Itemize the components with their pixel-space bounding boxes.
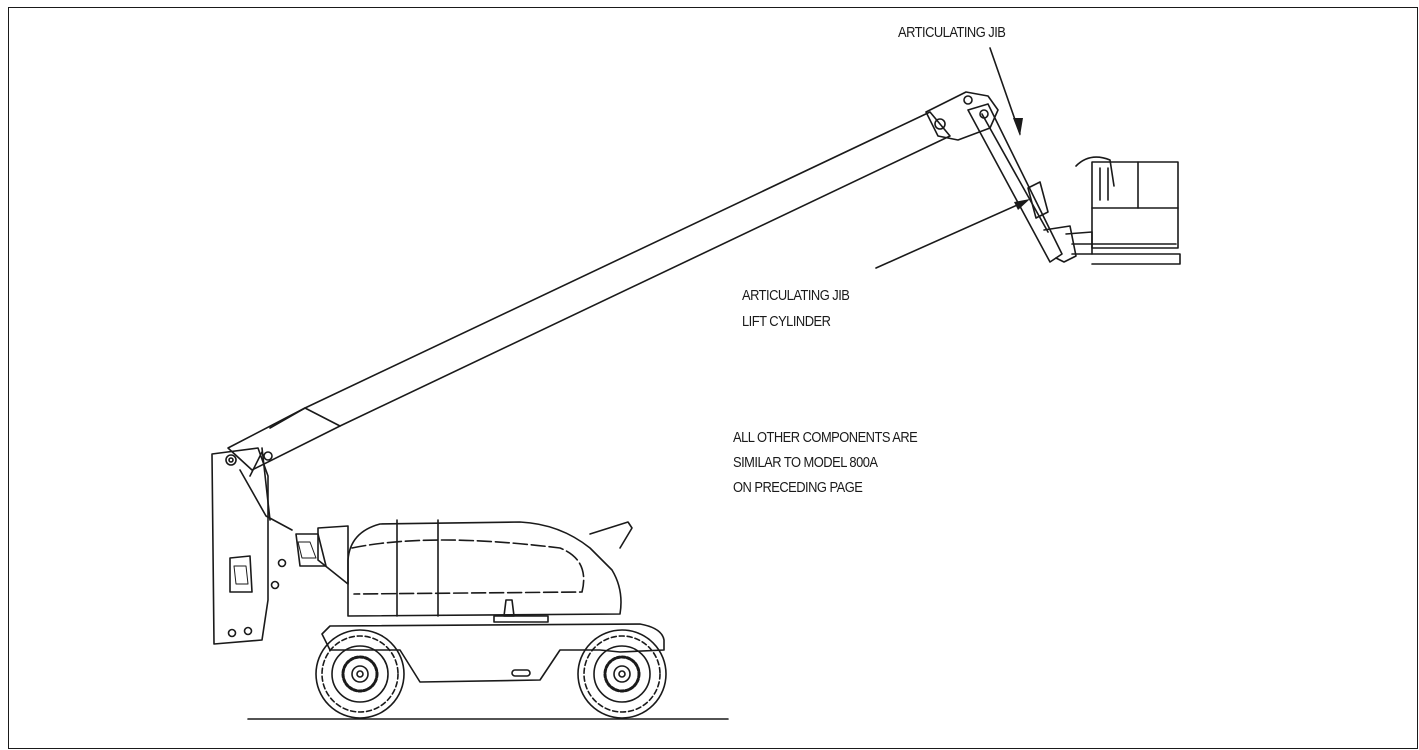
jib-knuckle xyxy=(925,91,999,141)
main-boom xyxy=(227,111,951,471)
rear-wheel xyxy=(577,629,667,719)
leader-arrow-jib xyxy=(989,47,1023,136)
platform-basket xyxy=(1065,156,1181,265)
front-wheel xyxy=(315,629,405,719)
chassis xyxy=(321,623,665,683)
figure-frame xyxy=(8,7,1418,749)
leader-arrow-jib-cylinder xyxy=(875,199,1030,269)
callout-articulating-jib: ARTICULATING JIB xyxy=(898,24,1006,41)
callout-jib-lift-cylinder: ARTICULATING JIB LIFT CYLINDER xyxy=(742,287,850,330)
articulating-jib xyxy=(967,103,1077,263)
boom-tower xyxy=(211,447,293,645)
turntable xyxy=(295,519,633,623)
components-note: ALL OTHER COMPONENTS ARE SIMILAR TO MODE… xyxy=(733,429,918,496)
